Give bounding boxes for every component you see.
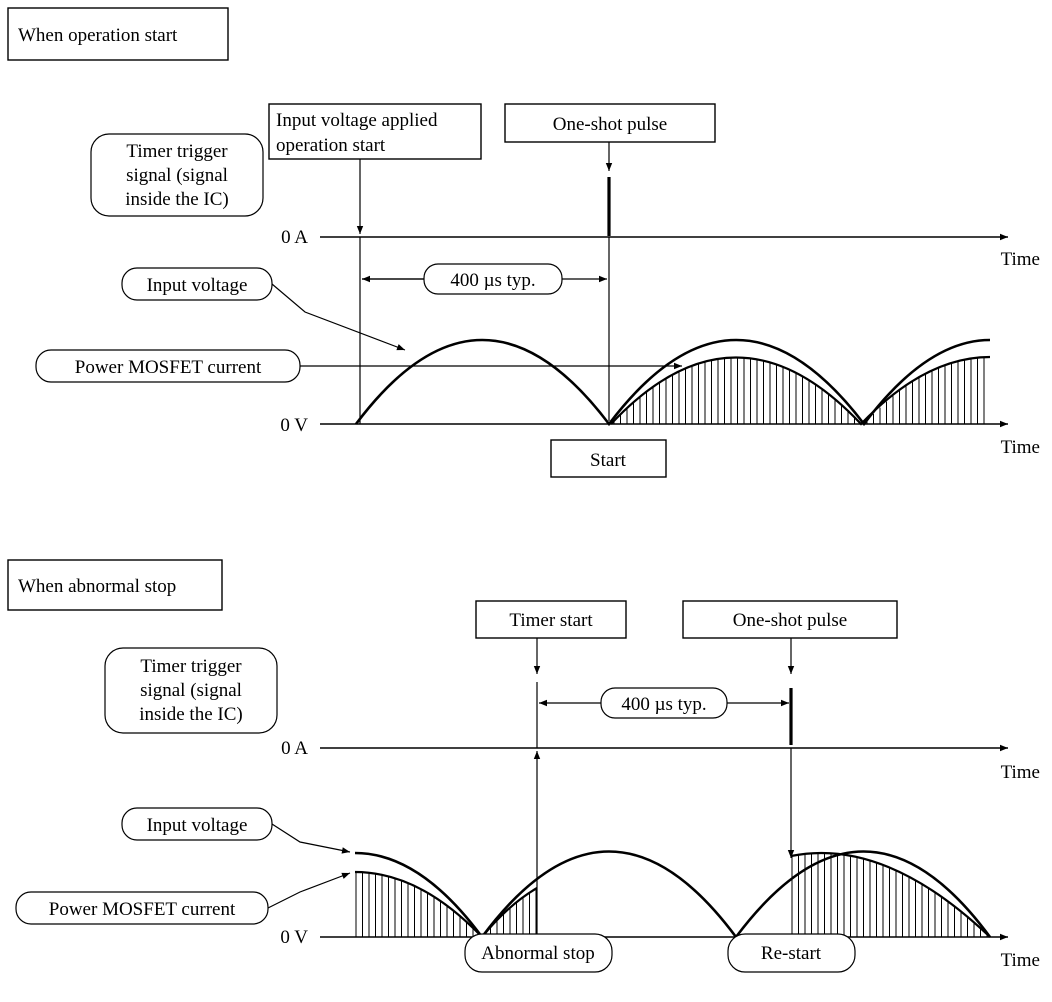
operation-start-title-box <box>7 7 229 61</box>
interval-label-box <box>423 263 563 295</box>
time-label-upper-bottom: Time <box>1001 762 1040 783</box>
input-voltage-label: Input voltage <box>147 275 248 296</box>
mosfet-current-hatching <box>613 357 985 424</box>
one-shot-callout-box-bottom <box>682 600 898 639</box>
mosfet-current-label: Power MOSFET current <box>75 357 262 378</box>
time-label-upper: Time <box>1001 249 1040 270</box>
input-voltage-label-bottom: Input voltage <box>147 815 248 836</box>
timer-trigger-label-bottom-line3: inside the IC) <box>139 704 242 725</box>
mosfet-current-waveform <box>610 355 991 426</box>
timer-start-callout-label: Timer start <box>509 610 593 631</box>
operation-start-title: When operation start <box>18 25 178 46</box>
mosfet-current-arrow-bottom <box>267 872 351 909</box>
interval-label-box-bottom <box>600 687 728 719</box>
timer-start-callout-box <box>475 600 627 639</box>
start-label-box <box>550 439 667 478</box>
one-shot-callout-box <box>504 103 716 143</box>
mosfet-current-hatching-bottom <box>355 852 988 937</box>
mosfet-current-waveform-before-stop <box>354 870 538 939</box>
input-applied-callout-box <box>268 103 482 160</box>
one-shot-callout-label: One-shot pulse <box>553 114 668 135</box>
one-shot-callout-label-bottom: One-shot pulse <box>733 610 848 631</box>
timer-trigger-label-box <box>90 133 264 217</box>
interval-label: 400 µs typ. <box>450 270 535 291</box>
time-label-lower-bottom: Time <box>1001 950 1040 971</box>
timer-trigger-label-line1: Timer trigger <box>126 141 228 162</box>
interval-label-bottom: 400 µs typ. <box>621 694 706 715</box>
abnormal-stop-title-box <box>7 559 223 611</box>
restart-label-box <box>727 933 856 973</box>
timer-trigger-label-bottom-line1: Timer trigger <box>140 656 242 677</box>
zero-volt-label-bottom: 0 V <box>280 927 308 948</box>
timer-trigger-label-bottom-line2: signal (signal <box>140 680 242 701</box>
zero-volt-label: 0 V <box>280 415 308 436</box>
mosfet-current-label-bottom: Power MOSFET current <box>49 899 236 920</box>
abnormal-stop-title: When abnormal stop <box>18 576 176 597</box>
timer-trigger-label-box-bottom <box>104 647 278 734</box>
operation-start-panel: When operation start Timer trigger signa… <box>7 7 1040 478</box>
input-applied-callout-line2: operation start <box>276 135 386 156</box>
zero-amp-label: 0 A <box>281 227 308 248</box>
input-voltage-arrow <box>271 283 406 351</box>
timer-trigger-label-line2: signal (signal <box>126 165 228 186</box>
input-voltage-arrow-bottom <box>271 823 351 854</box>
mosfet-current-waveform-after-restart <box>790 851 991 938</box>
abnormal-stop-label: Abnormal stop <box>481 943 594 964</box>
abnormal-stop-panel: When abnormal stop Timer start One-shot … <box>7 559 1040 973</box>
timer-trigger-label-line3: inside the IC) <box>125 189 228 210</box>
input-voltage-waveform-bottom <box>354 850 992 940</box>
zero-amp-label-bottom: 0 A <box>281 738 308 759</box>
input-voltage-waveform <box>354 338 991 427</box>
start-label: Start <box>590 450 627 471</box>
abnormal-stop-label-box <box>464 933 613 973</box>
restart-label: Re-start <box>761 943 822 964</box>
time-label-lower: Time <box>1001 437 1040 458</box>
input-applied-callout-line1: Input voltage applied <box>276 110 438 131</box>
